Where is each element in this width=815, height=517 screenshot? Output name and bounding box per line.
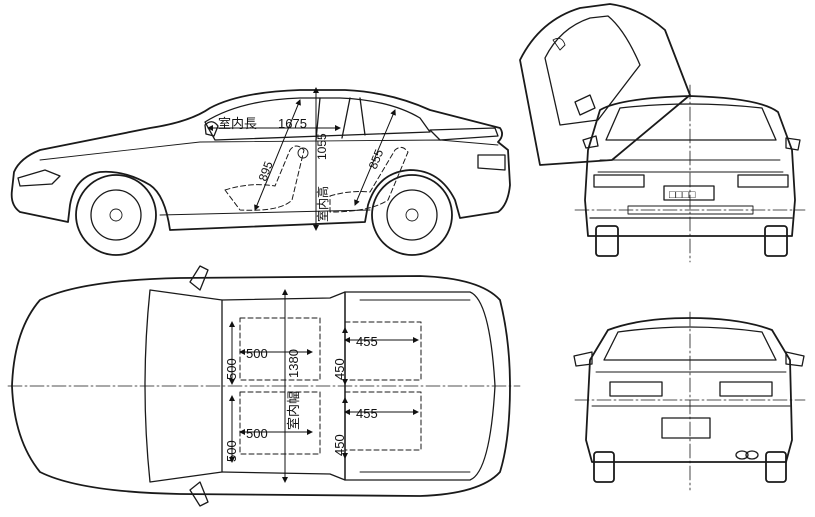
side-headlight (17, 169, 61, 187)
rear-taillight-left (609, 381, 663, 397)
interior-width-label: 室内幅 (286, 391, 301, 430)
side-spoiler (429, 127, 499, 141)
front-headlight-left (593, 174, 645, 188)
rear-seat-width-upper: 455 (356, 334, 378, 349)
rear-view (573, 311, 806, 491)
top-mirror-left (189, 265, 209, 291)
top-mirror-right (189, 481, 209, 507)
rear-seat-width-lower: 455 (356, 406, 378, 421)
interior-width-value: 1380 (286, 349, 301, 378)
interior-height-front-value: 1055 (315, 133, 329, 160)
interior-height-label: 室内高 (315, 186, 330, 222)
top-windshield (144, 289, 223, 483)
side-body-outline (10, 89, 511, 231)
side-taillight (477, 154, 506, 171)
side-mirror (204, 121, 219, 137)
front-seat-width-upper: 500 (246, 346, 268, 361)
side-rear-wheel (371, 174, 453, 256)
front-body-outline (584, 95, 796, 237)
front-headroom-value: 895 (256, 159, 276, 183)
top-front-seat-lower (239, 391, 321, 455)
interior-length-value: 1675 (278, 116, 307, 131)
exhaust-tip-right (745, 450, 759, 460)
top-rear-seat-upper (344, 321, 422, 381)
front-open-door (519, 3, 691, 166)
front-headroom-dimension (254, 99, 301, 211)
front-seat-width-lower: 500 (246, 426, 268, 441)
rear-taillight-right (719, 381, 773, 397)
rear-body-outline (585, 317, 793, 463)
side-window (204, 97, 431, 141)
top-body-outline (11, 275, 511, 497)
side-view: 室内長 1675 1055 室内高 895 855 (10, 87, 511, 256)
exhaust-tip-left (735, 450, 749, 460)
rear-glass (603, 326, 777, 361)
interior-length-label: 室内長 (218, 116, 257, 131)
rear-right-tire (765, 451, 787, 483)
front-view: □□□□ (519, 3, 806, 263)
top-rear-seat-lower (344, 391, 422, 451)
front-right-tire (764, 225, 788, 257)
side-rear-seat (329, 146, 409, 213)
rear-headroom-value: 855 (366, 147, 387, 171)
top-view: 500 500 500 500 1380 室内幅 455 455 450 450 (7, 265, 521, 507)
front-plate (663, 185, 715, 201)
front-windshield (605, 103, 777, 141)
rear-left-tire (593, 451, 615, 483)
front-left-tire (595, 225, 619, 257)
front-headlight-right (737, 174, 789, 188)
rear-plate (661, 417, 711, 439)
front-seat-depth-upper: 500 (224, 358, 239, 380)
rear-seat-depth-lower: 450 (332, 434, 347, 456)
front-seat-depth-lower: 500 (224, 440, 239, 462)
rear-seat-depth-upper: 450 (332, 358, 347, 380)
side-front-wheel (75, 174, 157, 256)
rear-headroom-dimension (354, 109, 396, 206)
front-plate-text: □□□□ (669, 189, 696, 201)
